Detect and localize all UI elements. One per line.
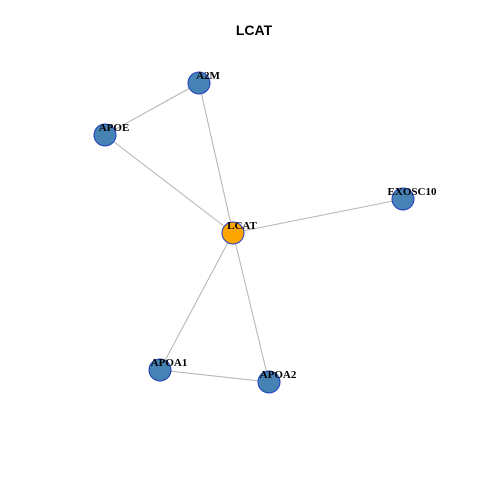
node-apoa2[interactable] [257, 370, 281, 394]
edge-apoe-a2m [104, 82, 200, 136]
nodes-layer [93, 71, 415, 394]
node-a2m[interactable] [187, 71, 211, 95]
edge-lcat-exosc10 [232, 198, 404, 234]
edge-apoe-lcat [104, 134, 234, 234]
node-exosc10[interactable] [391, 187, 415, 211]
node-label-apoe: APOE [99, 122, 130, 134]
node-apoe[interactable] [93, 123, 117, 147]
graph-title: LCAT [236, 22, 273, 38]
edge-lcat-apoa1 [159, 232, 234, 371]
node-label-apoa2: APOA2 [260, 369, 297, 381]
node-label-lcat: LCAT [227, 220, 257, 232]
node-lcat[interactable] [221, 221, 245, 245]
node-label-a2m: A2M [196, 70, 220, 82]
edge-lcat-apoa2 [232, 232, 270, 383]
node-label-exosc10: EXOSC10 [388, 186, 437, 198]
edge-a2m-lcat [198, 82, 234, 234]
edge-apoa1-apoa2 [159, 369, 270, 383]
edges-layer [104, 82, 404, 383]
node-apoa1[interactable] [148, 358, 172, 382]
node-label-apoa1: APOA1 [151, 357, 188, 369]
